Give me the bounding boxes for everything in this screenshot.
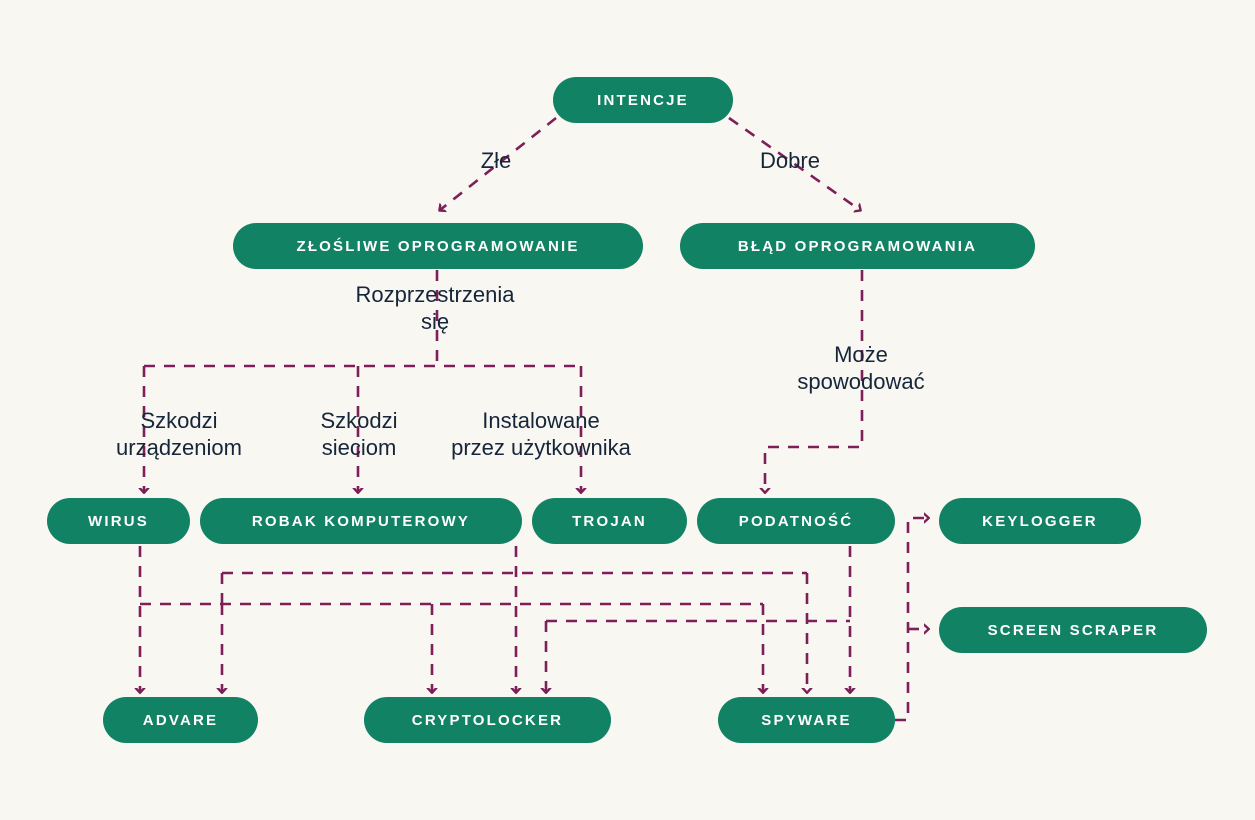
node-zlosliwe-oprogramowanie[interactable]: ZŁOŚLIWE OPROGRAMOWANIE xyxy=(233,223,643,269)
edge-intencje-blad xyxy=(728,116,860,210)
edge-label-szkodzi-sieciom: Szkodzi sieciom xyxy=(320,408,398,460)
edge-blad-podatnosc xyxy=(765,270,864,492)
node-advare[interactable]: ADVARE xyxy=(103,697,258,743)
edge-label-zle: Złe xyxy=(480,148,512,173)
edge-label-moze-spowodowac: Może spowodować xyxy=(797,342,925,394)
node-podatnosc[interactable]: PODATNOŚĆ xyxy=(697,498,895,544)
node-screen-scraper[interactable]: SCREEN SCRAPER xyxy=(939,607,1207,653)
node-spyware[interactable]: SPYWARE xyxy=(718,697,895,743)
edge-label-instalowane-przez-uzytkownika: Instalowane przez użytkownika xyxy=(451,408,631,460)
node-cryptolocker[interactable]: CRYPTOLOCKER xyxy=(364,697,611,743)
node-intencje[interactable]: INTENCJE xyxy=(553,77,733,123)
edge-label-dobre: Dobre xyxy=(760,148,820,173)
edge-intencje-zlosliwe xyxy=(440,116,557,210)
node-robak-komputerowy[interactable]: ROBAK KOMPUTEROWY xyxy=(200,498,522,544)
edge-label-rozprzestrzenia-sie: Rozprzestrzenia się xyxy=(355,282,515,334)
node-wirus[interactable]: WIRUS xyxy=(47,498,190,544)
edge-spyware-keylogger xyxy=(895,518,928,722)
node-keylogger[interactable]: KEYLOGGER xyxy=(939,498,1141,544)
edge-label-szkodzi-urzadzeniom: Szkodzi urządzeniom xyxy=(116,408,242,460)
node-trojan[interactable]: TROJAN xyxy=(532,498,687,544)
node-blad-oprogramowania[interactable]: BŁĄD OPROGRAMOWANIA xyxy=(680,223,1035,269)
